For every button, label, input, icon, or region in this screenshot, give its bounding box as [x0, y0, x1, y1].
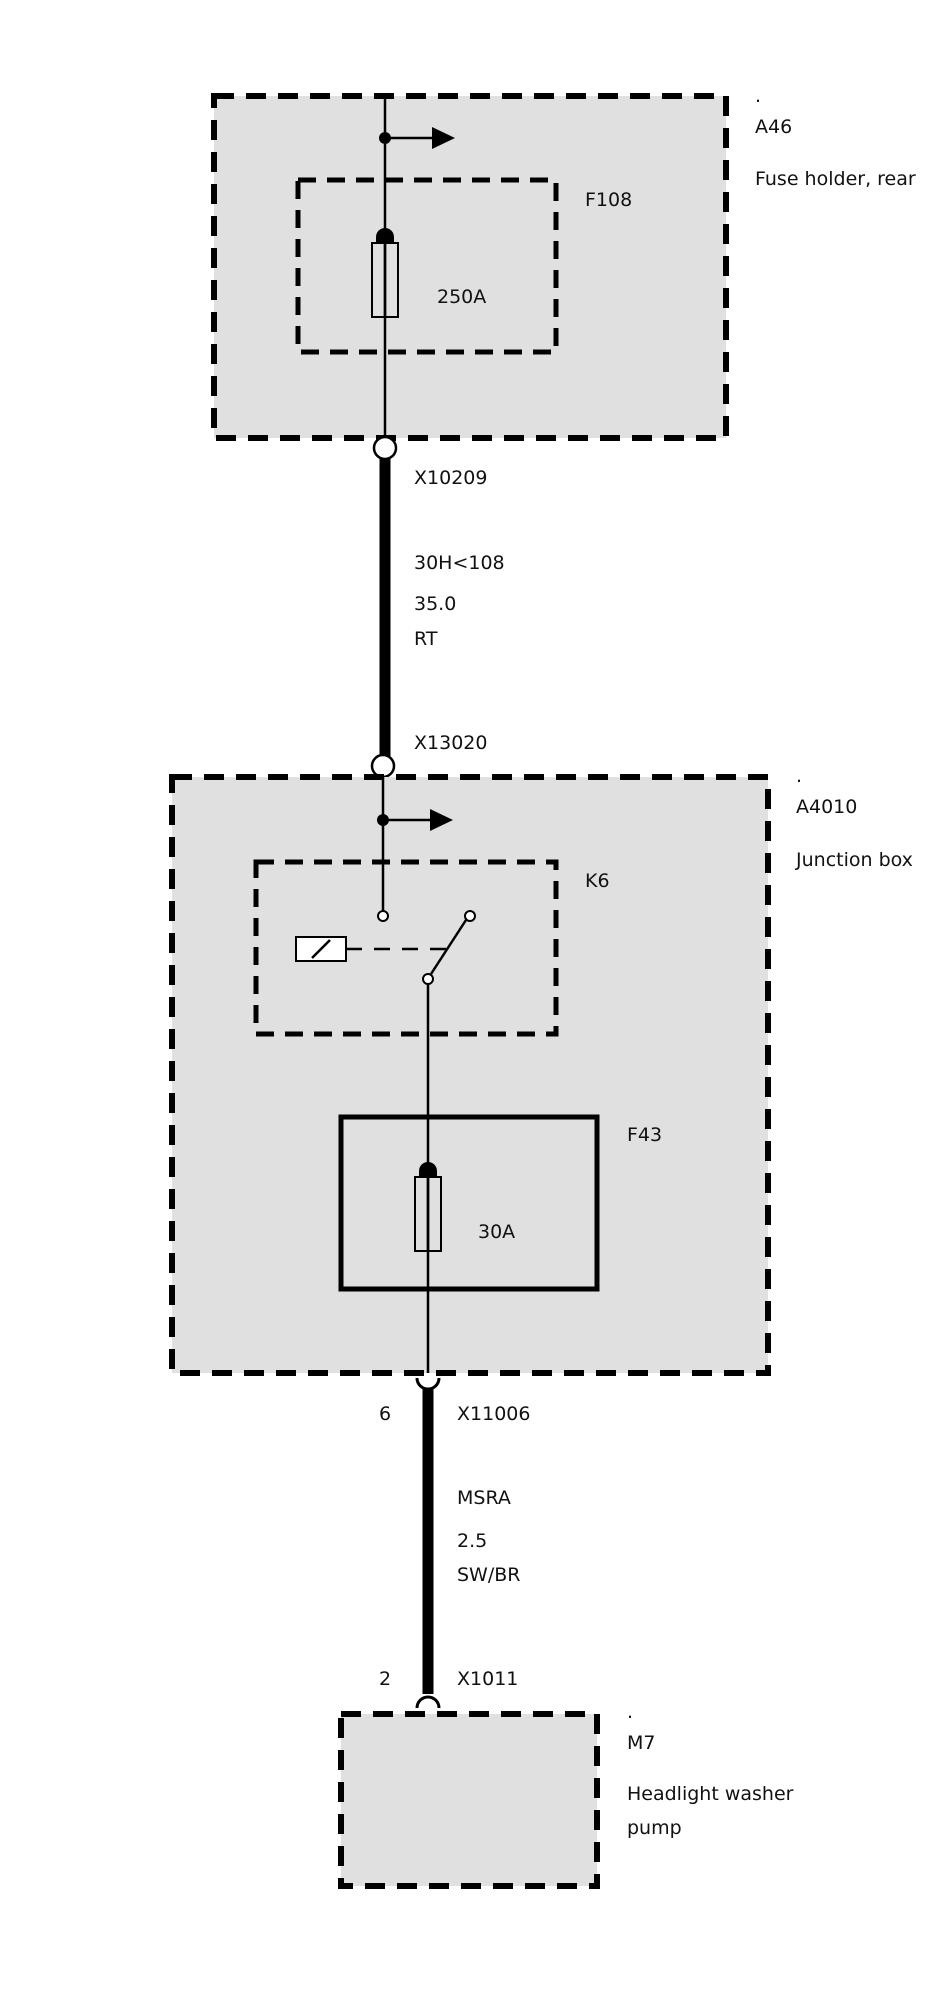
a4010-branch-arrow-icon — [430, 809, 453, 831]
a4010-dot: . — [796, 765, 802, 787]
m7-name-line2: pump — [627, 1817, 682, 1839]
wire-1-cross-section: 35.0 — [414, 593, 456, 615]
m7-dot: . — [627, 1701, 633, 1723]
m7-housing — [338, 1711, 600, 1889]
x10209-connector-icon — [372, 435, 398, 461]
a46-housing — [211, 93, 729, 441]
k6-contact-in-icon — [377, 910, 389, 922]
x13020-connector-icon — [370, 753, 396, 779]
f108-housing — [295, 177, 559, 355]
k6-contact-no-icon — [464, 910, 476, 922]
f108-rating: 250A — [437, 286, 486, 308]
wire-1-circuit: 30H<108 — [414, 552, 505, 574]
f108-id: F108 — [585, 189, 632, 211]
wire-1 — [370, 435, 398, 779]
a46-id: A46 — [755, 116, 792, 138]
wire-2-pin-bottom: 2 — [379, 1668, 391, 1690]
f43-housing — [338, 1114, 600, 1292]
wire-2-cross-section: 2.5 — [457, 1530, 487, 1552]
m7-name-line1: Headlight washer — [627, 1783, 794, 1805]
m7-id: M7 — [627, 1732, 655, 1754]
k6-coil-slash — [311, 939, 331, 959]
wire-2-connector-top: X11006 — [457, 1403, 530, 1425]
junction-box-a4010 — [169, 774, 771, 1376]
wire-2 — [415, 1377, 441, 1709]
k6-contact-com-icon — [422, 973, 434, 985]
a4010-id: A4010 — [796, 796, 857, 818]
f108-fuse-cap — [376, 228, 394, 243]
k6-id: K6 — [585, 870, 610, 892]
x1011-connector-icon — [415, 1695, 441, 1709]
x11006-connector-icon — [415, 1377, 441, 1391]
wire-1-connector-bottom: X13020 — [414, 732, 487, 754]
wire-1-color: RT — [414, 628, 438, 650]
k6-housing — [253, 859, 559, 1037]
wire-2-pin-top: 6 — [379, 1403, 391, 1425]
a46-branch-arrow-icon — [432, 127, 455, 149]
f43-fuse-cap — [419, 1162, 437, 1177]
fuse-holder-a46 — [211, 93, 729, 441]
wire-1-connector-top: X10209 — [414, 467, 487, 489]
wire-2-circuit: MSRA — [457, 1487, 511, 1509]
f43-rating: 30A — [478, 1221, 515, 1243]
a46-dot: . — [755, 85, 761, 107]
a4010-housing — [169, 774, 771, 1376]
f43-id: F43 — [627, 1124, 662, 1146]
wire-2-connector-bottom: X1011 — [457, 1668, 518, 1690]
k6-switch-arm — [429, 919, 468, 975]
a46-name: Fuse holder, rear — [755, 168, 916, 190]
wire-2-color: SW/BR — [457, 1564, 521, 1586]
a4010-name: Junction box — [795, 849, 913, 871]
